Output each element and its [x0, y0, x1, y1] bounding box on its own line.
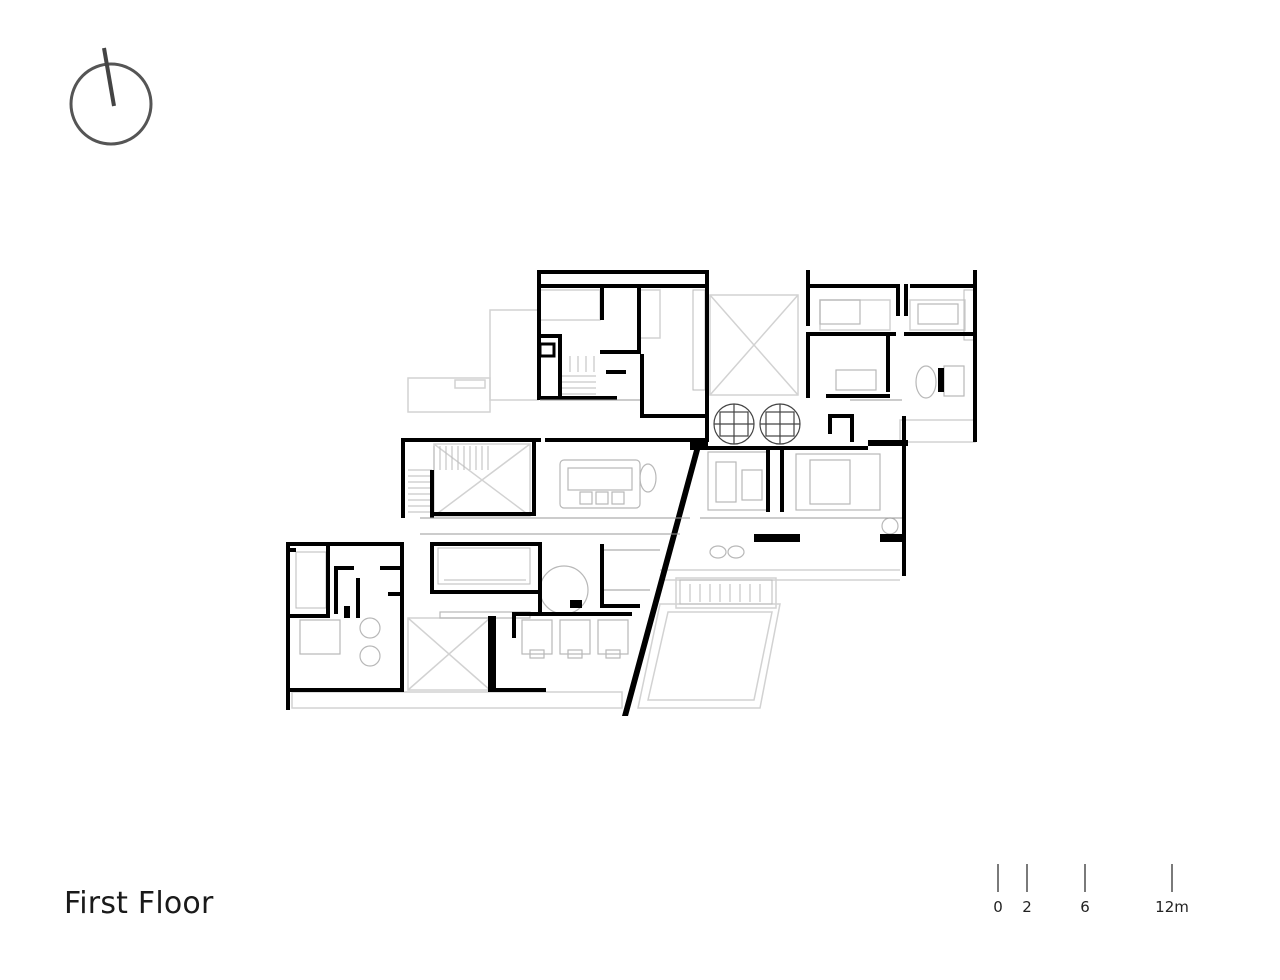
stairs — [408, 356, 596, 513]
inner-lines — [420, 399, 902, 591]
scale-tick-label: 6 — [1080, 898, 1090, 916]
scale-tick-label: 12m — [1155, 898, 1189, 916]
walls — [286, 270, 977, 710]
drawing-title: First Floor — [64, 886, 214, 921]
scale-tick-label: 2 — [1022, 898, 1032, 916]
diagonal-wall — [622, 450, 700, 716]
planters — [713, 403, 801, 445]
scale-tick-label: 0 — [993, 898, 1003, 916]
north-arrow-icon — [69, 47, 153, 146]
